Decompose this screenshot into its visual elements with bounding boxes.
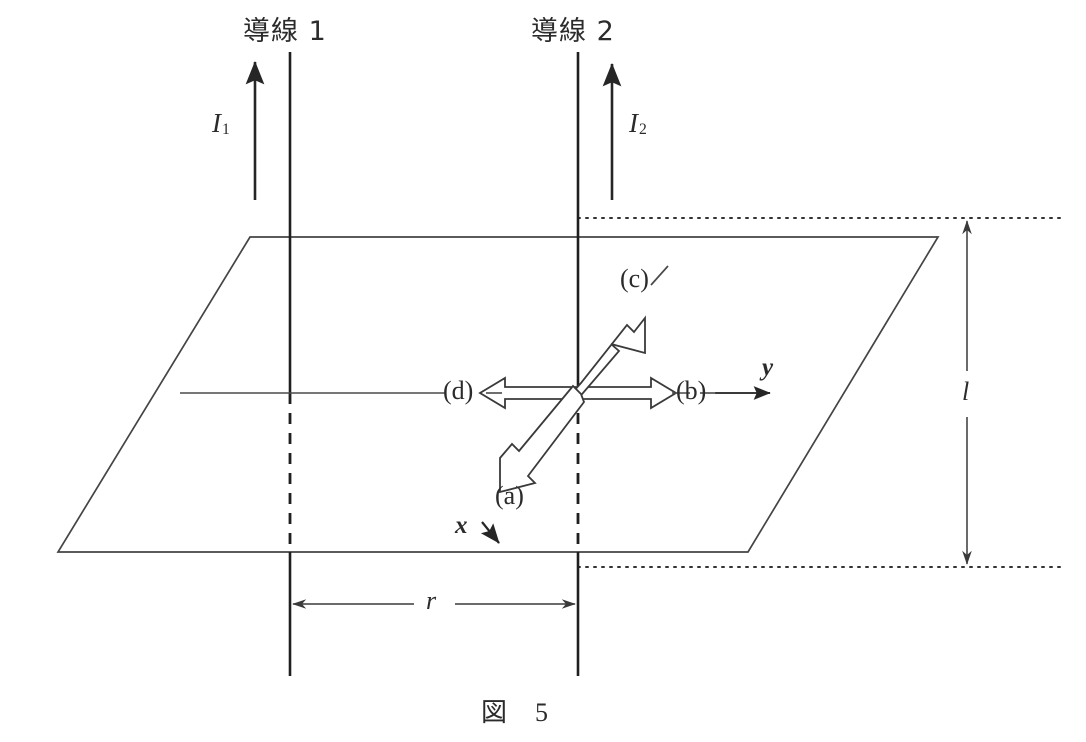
dimension-label-r: r [426,586,437,615]
option-label-d: (d) [443,376,474,405]
option-label-c: (c) [620,264,649,293]
option-label-b: (b) [676,376,707,405]
option-label-a: (a) [495,481,524,510]
dimension-guide-lines [577,217,1067,568]
wire-2-label: 導線 2 [531,16,615,47]
option-leader-lines [486,265,716,394]
current-label-I2: I2 [629,110,647,138]
current-subscript-I2: 2 [639,121,647,139]
dimension-label-l: l [962,377,970,406]
caption-label: 図 [481,698,510,728]
plane-parallelogram [56,236,940,553]
force-arrow-c [571,315,646,402]
current-symbol-I2: I [629,108,638,138]
x-axis-arrow [480,521,500,544]
wire-1-label: 導線 1 [243,16,327,47]
y-axis-label: y [762,354,774,381]
force-arrow-b [579,376,678,410]
force-arrow-a [499,384,586,494]
current-label-I1: I1 [212,110,230,138]
caption-number: 5 [535,698,551,727]
current-symbol-I1: I [212,108,221,138]
x-axis-label: x [455,512,468,539]
current-subscript-I1: 1 [222,121,230,139]
